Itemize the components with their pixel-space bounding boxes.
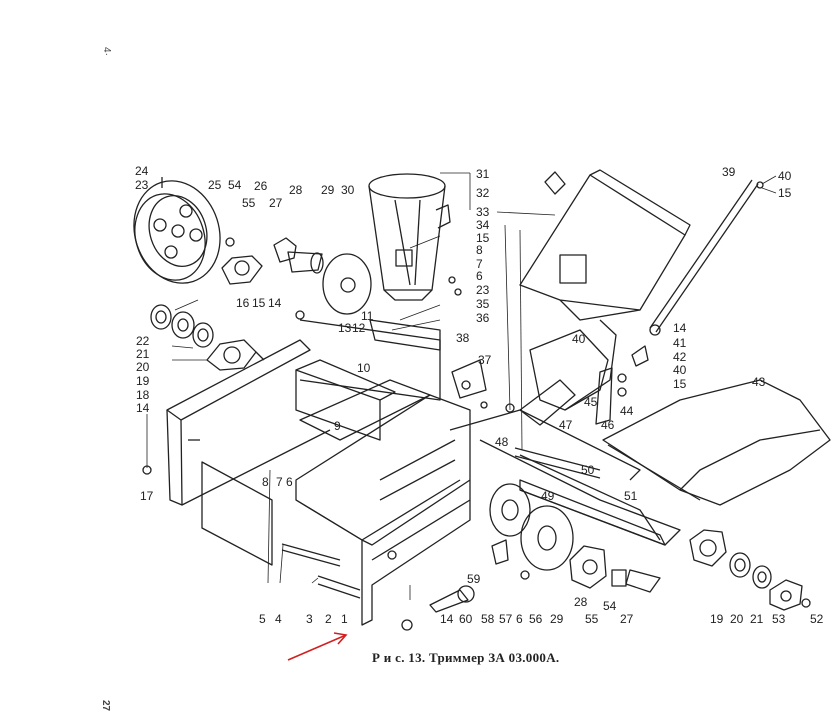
- callout-39: 39: [722, 165, 736, 179]
- callout-55b: 55: [585, 612, 599, 626]
- callout-50: 50: [581, 463, 595, 477]
- callout-15b: 15: [252, 296, 266, 310]
- callout-35: 35: [476, 297, 490, 311]
- callout-38: 38: [456, 331, 470, 345]
- callout-46: 46: [601, 418, 615, 432]
- callout-37: 37: [478, 353, 492, 367]
- callout-55: 55: [242, 196, 256, 210]
- callout-49: 49: [541, 489, 555, 503]
- callout-26: 26: [254, 179, 268, 193]
- callout-23: 23: [135, 178, 149, 192]
- callout-7: 7: [476, 257, 483, 271]
- callout-20: 20: [136, 360, 150, 374]
- callout-48: 48: [495, 435, 509, 449]
- callout-14c: 14: [673, 321, 687, 335]
- callout-40c: 40: [673, 363, 687, 377]
- callout-1: 1: [341, 612, 348, 626]
- callout-18: 18: [136, 388, 150, 402]
- callout-43: 43: [752, 375, 766, 389]
- callout-59: 59: [467, 572, 481, 586]
- callout-16: 16: [236, 296, 250, 310]
- callout-19: 19: [136, 374, 150, 388]
- callout-34: 34: [476, 218, 490, 232]
- page-number: 27: [100, 699, 112, 712]
- callout-12: 12: [352, 321, 366, 335]
- callout-15c: 15: [778, 186, 792, 200]
- callout-40b: 40: [572, 332, 586, 346]
- callout-54: 54: [228, 178, 242, 192]
- callout-11: 11: [361, 309, 374, 323]
- callout-4: 4: [275, 612, 282, 626]
- callout-6: 6: [476, 269, 483, 283]
- callout-14: 14: [268, 296, 282, 310]
- callout-29b: 29: [550, 612, 564, 626]
- callout-30: 30: [341, 183, 355, 197]
- callout-31: 31: [476, 167, 490, 181]
- callout-25: 25: [208, 178, 222, 192]
- callout-17: 17: [140, 489, 154, 503]
- page-margin-mark: 4·: [100, 47, 112, 56]
- callout-5: 5: [259, 612, 266, 626]
- figure-caption: Р и с. 13. Триммер ЗА 03.000А.: [372, 650, 560, 665]
- callout-28: 28: [289, 183, 303, 197]
- callout-13: 13: [338, 321, 352, 335]
- callout-15d: 15: [673, 377, 687, 391]
- callout-21: 21: [136, 347, 150, 361]
- callout-8: 8: [476, 243, 483, 257]
- callout-53: 53: [772, 612, 786, 626]
- callout-19b: 19: [710, 612, 724, 626]
- callout-3: 3: [306, 612, 313, 626]
- callout-42: 42: [673, 350, 687, 364]
- callout-23b: 23: [476, 283, 490, 297]
- callout-20b: 20: [730, 612, 744, 626]
- callout-24: 24: [135, 164, 149, 178]
- callout-51: 51: [624, 489, 638, 503]
- callout-36: 36: [476, 311, 490, 325]
- callout-14b: 14: [136, 401, 150, 415]
- callout-22: 22: [136, 334, 150, 348]
- callout-27b: 27: [620, 612, 634, 626]
- callout-6c: 6: [516, 612, 523, 626]
- red-pointer-arrow: [287, 632, 348, 661]
- callout-57: 57: [499, 612, 513, 626]
- callout-14d: 14: [440, 612, 454, 626]
- pulley-25: [133, 180, 221, 284]
- callout-32: 32: [476, 186, 490, 200]
- callout-8b: 8: [262, 475, 269, 489]
- callout-45: 45: [584, 395, 598, 409]
- callout-10: 10: [357, 361, 371, 375]
- callout-40: 40: [778, 169, 792, 183]
- callout-7b: 7: [276, 475, 283, 489]
- callout-44: 44: [620, 404, 634, 418]
- callout-29: 29: [321, 183, 335, 197]
- callout-6b: 6: [286, 475, 293, 489]
- callout-52: 52: [810, 612, 824, 626]
- callout-28b: 28: [574, 595, 588, 609]
- callout-33: 33: [476, 205, 490, 219]
- callout-54b: 54: [603, 599, 617, 613]
- callout-60: 60: [459, 612, 473, 626]
- callout-58: 58: [481, 612, 495, 626]
- callout-9: 9: [334, 419, 341, 433]
- callout-21b: 21: [750, 612, 764, 626]
- callout-2: 2: [325, 612, 332, 626]
- callout-27: 27: [269, 196, 283, 210]
- callout-15: 15: [476, 231, 490, 245]
- callout-47: 47: [559, 418, 573, 432]
- callout-56: 56: [529, 612, 543, 626]
- bearing-22: [150, 304, 214, 348]
- callout-41: 41: [673, 336, 687, 350]
